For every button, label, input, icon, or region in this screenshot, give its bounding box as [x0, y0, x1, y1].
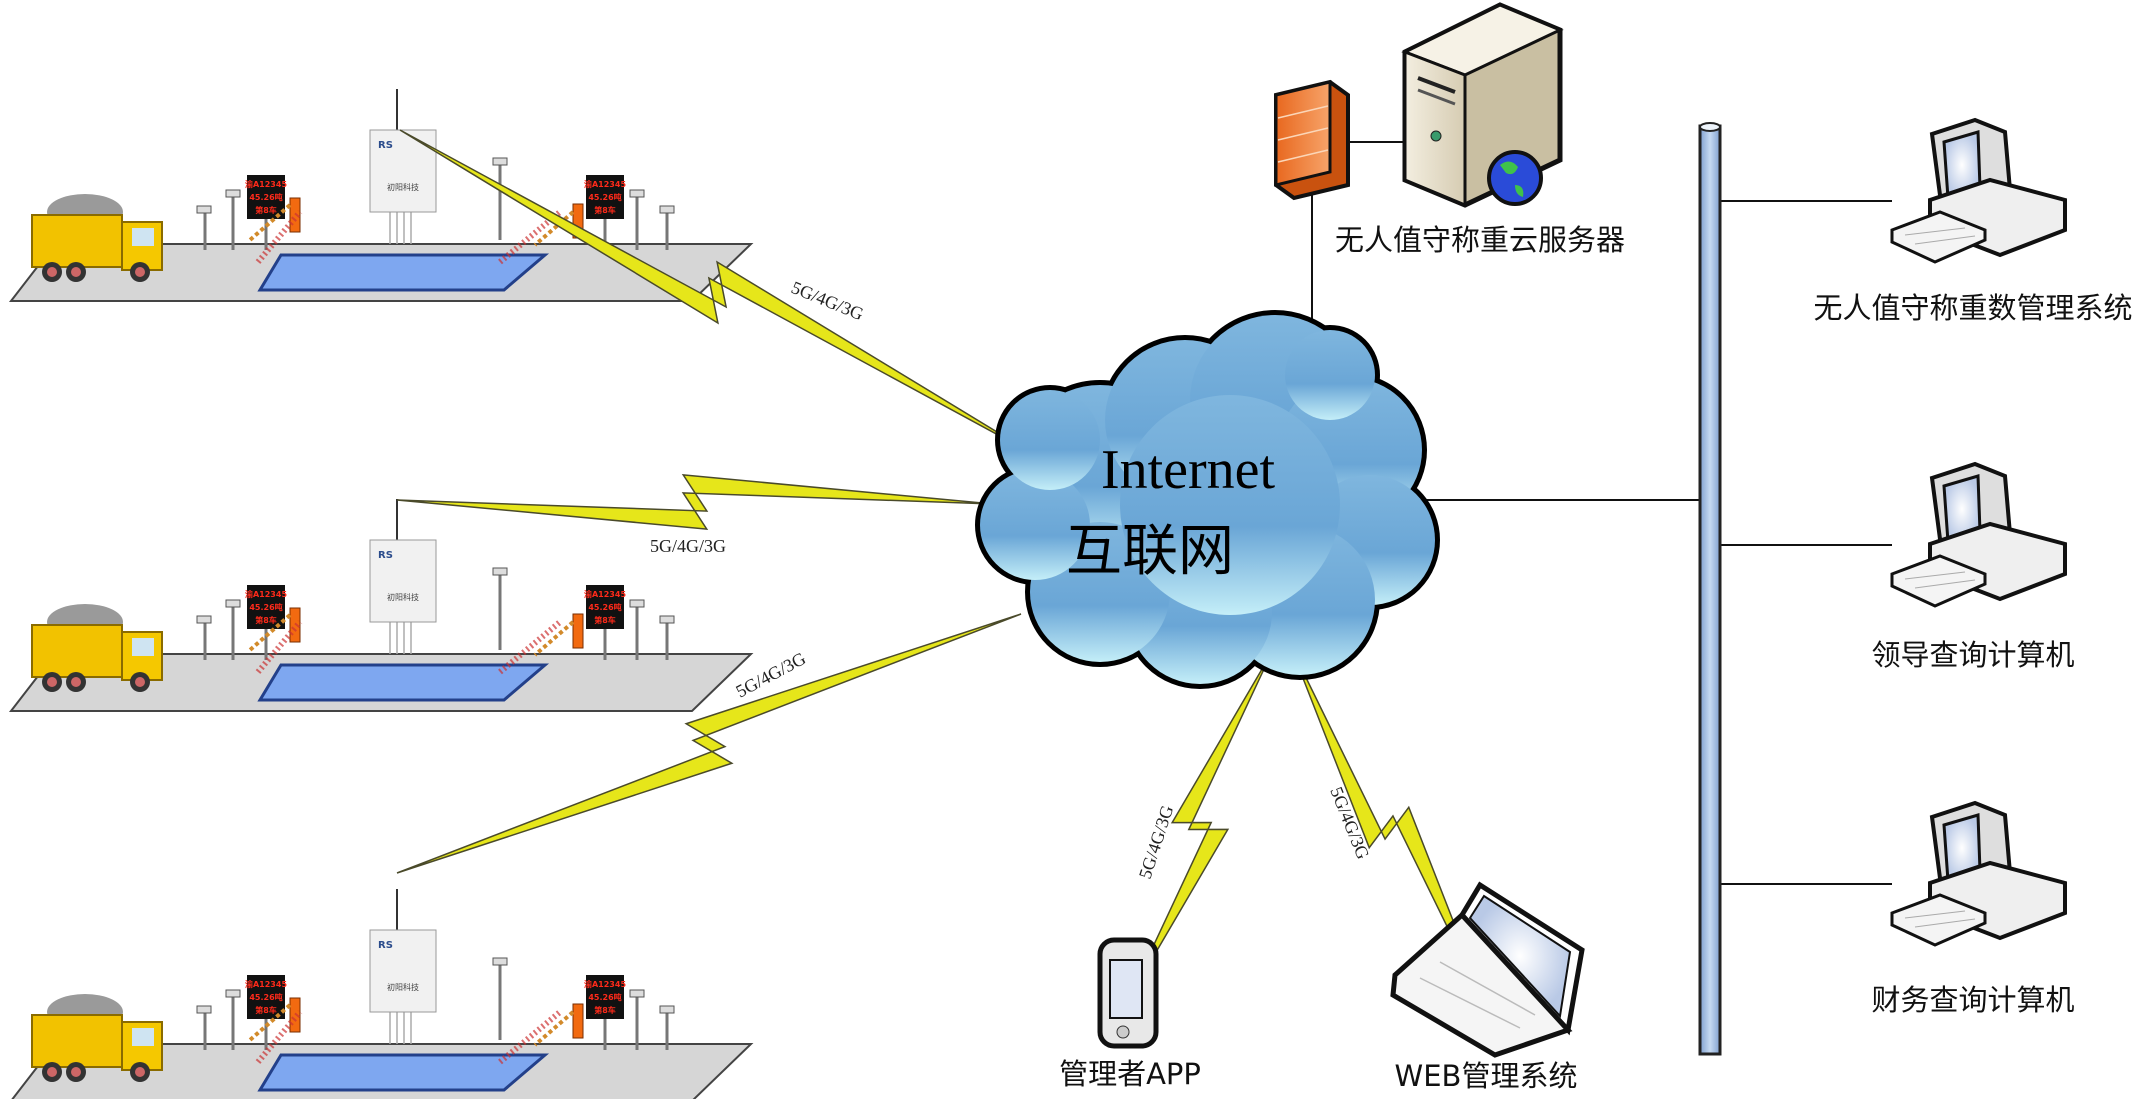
server-label: 无人值守称重云服务器 [1335, 223, 1625, 257]
led-sign-right: 渝A12345 45.26吨 第8车 [583, 585, 626, 660]
truck-icon [31, 994, 163, 1082]
cabinet-brand: RS [378, 140, 393, 151]
cabinet-maker: 初阳科技 [387, 982, 419, 992]
led-weight: 45.26吨 [249, 192, 282, 202]
desktop-computer-icon [1890, 800, 2067, 947]
led-sign-left: 渝A12345 45.26吨 第8车 [244, 175, 287, 250]
cloud-server-icon [1401, 2, 1564, 208]
led-plate: 渝A12345 [583, 979, 626, 989]
scale-platform [257, 663, 550, 702]
led-plate: 渝A12345 [583, 179, 626, 189]
led-plate: 渝A12345 [583, 589, 626, 599]
lightning-bolt-icon [396, 613, 1022, 874]
camera-poles [196, 567, 675, 660]
cloud-puff [1120, 395, 1340, 615]
led-plate: 渝A12345 [244, 979, 287, 989]
cabinet-brand: RS [378, 550, 393, 561]
led-sign-left: 渝A12345 45.26吨 第8车 [244, 975, 287, 1050]
link-label-site-2: 5G/4G/3G [650, 536, 726, 556]
mobile-phone-icon [1097, 937, 1159, 1049]
led-count: 第8车 [594, 205, 616, 215]
cabinet-brand: RS [378, 940, 393, 951]
link-label-mobile: 5G/4G/3G [1135, 803, 1178, 881]
cloud-puff [980, 470, 1090, 580]
mobile-label: 管理者APP [1059, 1057, 1201, 1091]
led-sign-right: 渝A12345 45.26吨 第8车 [583, 975, 626, 1050]
desktop-computer-icon [1890, 461, 2067, 608]
cloud-puff [1285, 330, 1375, 420]
internet-cloud [975, 310, 1440, 689]
cabinet-maker: 初阳科技 [387, 592, 419, 602]
weighbridge-site-2: 渝A12345 45.26吨 第8车 渝A12345 45.26吨 第8车 RS [8, 499, 754, 712]
client-label-3: 财务查询计算机 [1871, 983, 2074, 1017]
weighbridge-site: 渝A12345 45.26吨 第8车 渝A12345 45.26吨 第8车 RS [8, 89, 754, 302]
cloud-title-cn: 互联网 [1066, 519, 1234, 584]
lightning-bolt-icon [396, 474, 994, 530]
cloud-puff [1000, 390, 1100, 490]
globe-icon [1487, 150, 1543, 206]
scale-platform [257, 253, 550, 292]
cloud-title-en: Internet [1101, 439, 1276, 501]
weighbridge-site-3: 渝A12345 45.26吨 第8车 渝A12345 45.26吨 第8车 RS [11, 889, 754, 1099]
led-count: 第8车 [255, 205, 277, 215]
network-bus [1698, 122, 1722, 1056]
truck-icon [31, 194, 163, 282]
led-weight: 45.26吨 [249, 992, 282, 1002]
control-cabinet: RS 初阳科技 [369, 889, 437, 1044]
led-count: 第8车 [594, 615, 616, 625]
led-weight: 45.26吨 [249, 602, 282, 612]
led-sign-left: 渝A12345 45.26吨 第8车 [244, 585, 287, 660]
led-plate: 渝A12345 [244, 179, 287, 189]
control-cabinet: RS 初阳科技 [369, 89, 437, 244]
camera-poles [196, 157, 675, 250]
scale-platform [257, 1053, 550, 1092]
led-count: 第8车 [594, 1005, 616, 1015]
client-label-2: 领导查询计算机 [1871, 638, 2074, 672]
truck-icon [31, 604, 163, 692]
barrier-gates [248, 997, 584, 1065]
led-weight: 45.26吨 [588, 192, 621, 202]
barrier-gates [248, 607, 584, 675]
led-plate: 渝A12345 [244, 589, 287, 599]
led-sign-right: 渝A12345 45.26吨 第8车 [583, 175, 626, 250]
led-weight: 45.26吨 [588, 992, 621, 1002]
led-count: 第8车 [255, 615, 277, 625]
control-cabinet: RS 初阳科技 [369, 499, 437, 654]
laptop-icon [1390, 881, 1585, 1058]
desktop-computer-icon [1890, 117, 2067, 264]
firewall-icon [1274, 79, 1350, 201]
cabinet-maker: 初阳科技 [387, 182, 419, 192]
led-weight: 45.26吨 [588, 602, 621, 612]
client-label-1: 无人值守称重数管理系统 [1813, 291, 2132, 325]
camera-poles [196, 957, 675, 1050]
led-count: 第8车 [255, 1005, 277, 1015]
web-label: WEB管理系统 [1395, 1059, 1578, 1093]
